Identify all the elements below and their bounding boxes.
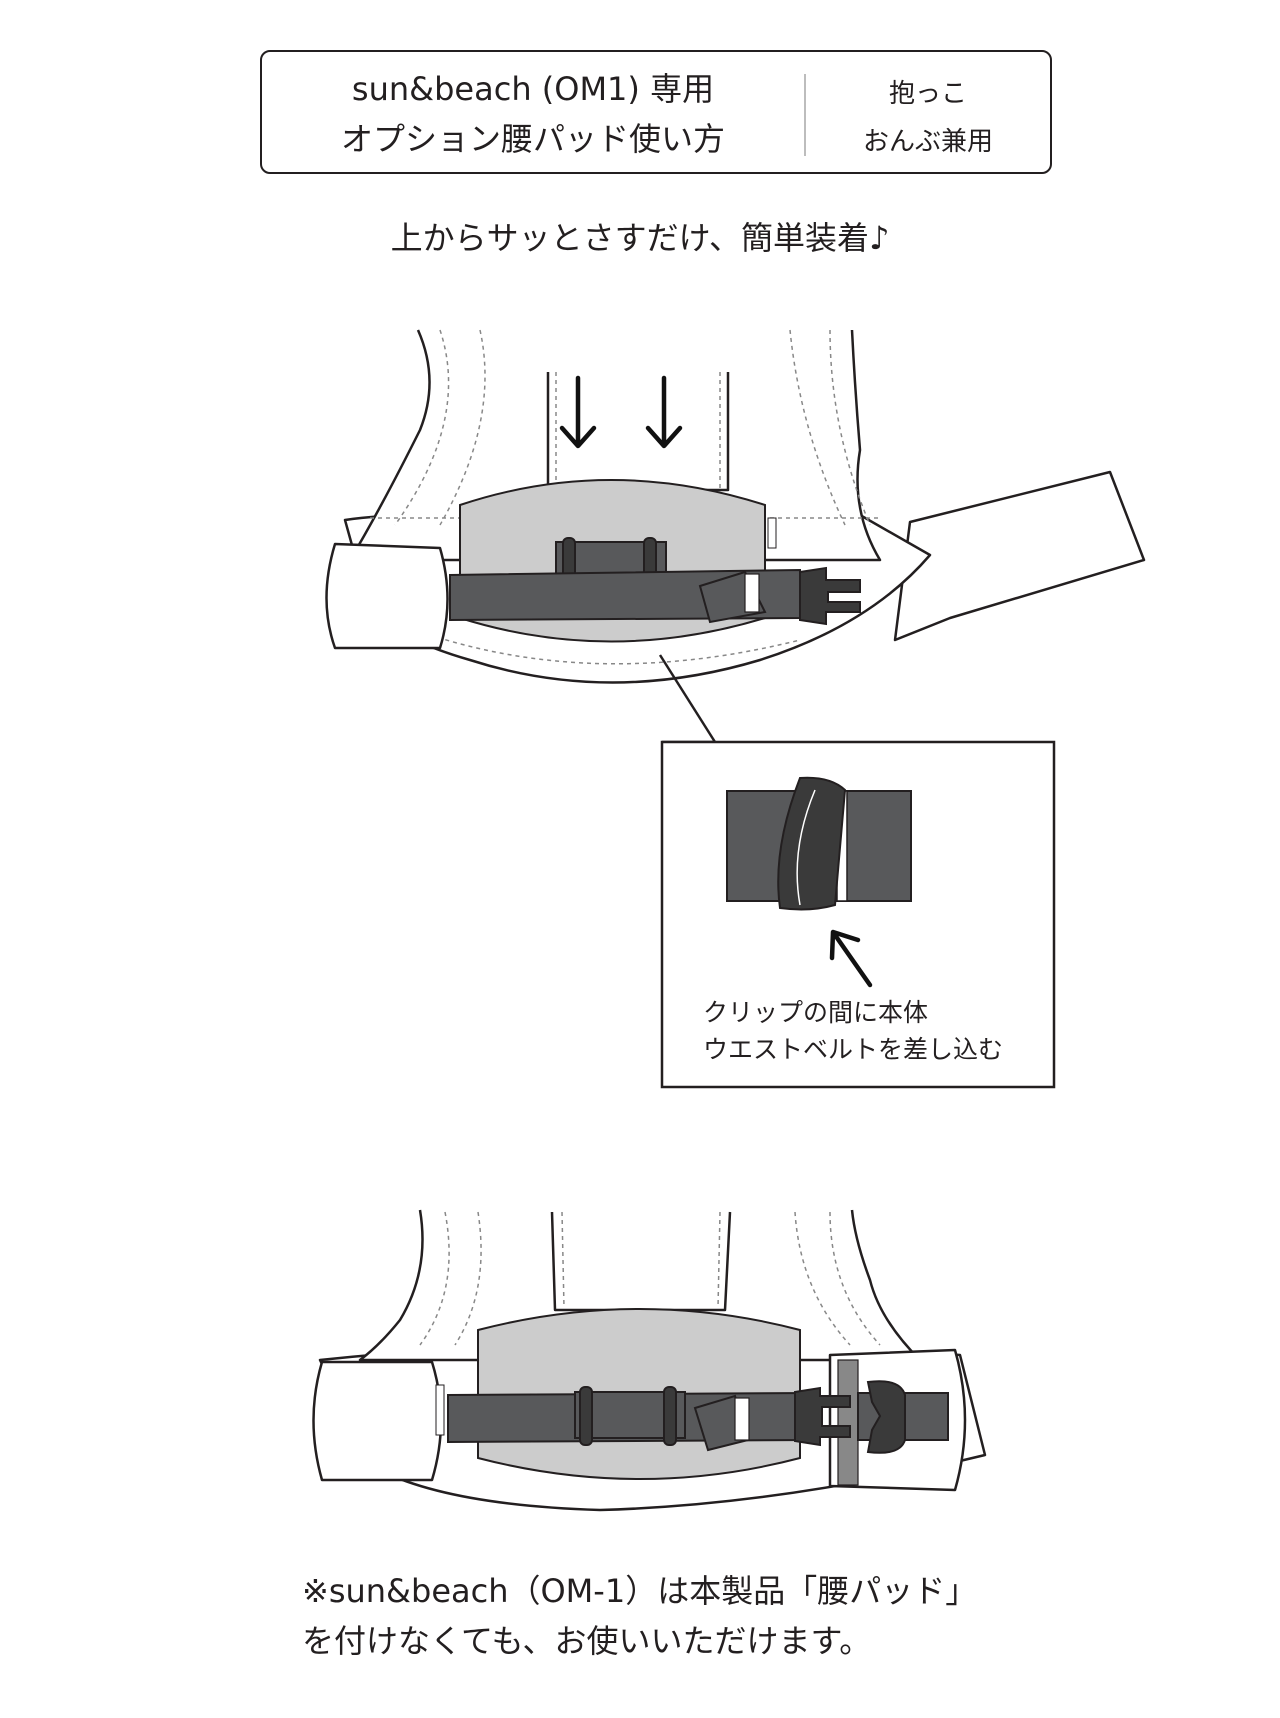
callout-line-1: クリップの間に本体 [703,998,929,1027]
title-line-2: オプション腰パッド使い方 [340,120,725,158]
bottom-buckle-female [866,1380,906,1454]
top-buckle [799,566,861,626]
bottom-center-panel [550,1211,732,1312]
note-line-1: ※sun&beach（OM-1）は本製品「腰パッド」 [302,1572,978,1610]
top-right-belt-extension [893,470,1146,642]
top-right-strap-stitch [789,329,846,526]
bottom-hip-tag [435,1384,445,1436]
bottom-left-strap-stitch [419,1211,450,1346]
top-pad-label-tag [767,517,777,549]
bottom-center-stitch-left [561,1211,565,1309]
top-right-strap-stitch-2 [829,329,871,526]
title-divider [804,74,806,156]
title-box: sun&beach (OM1) 専用 オプション腰パッド使い方 抱っこ おんぶ兼… [260,50,1052,174]
note: ※sun&beach（OM-1）は本製品「腰パッド」 を付けなくても、お使いいた… [302,1566,1202,1666]
up-arrow-icon [829,929,873,988]
title-main: sun&beach (OM1) 専用 オプション腰パッド使い方 [262,64,804,164]
bottom-left-hip-block [312,1360,443,1482]
bottom-right-strap-stitch-2 [829,1211,881,1346]
bottom-right-strap-stitch [794,1211,851,1346]
top-tab-label [744,573,760,613]
title-side: 抱っこ おんぶ兼用 [806,70,1050,166]
top-left-strap-stitch [394,329,450,526]
bottom-buckle-male [794,1386,851,1447]
detail-loop-highlight [796,789,816,906]
top-center-panel [546,372,730,492]
bottom-right-gray-strip [837,1359,859,1486]
note-line-2: を付けなくても、お使いいただけます。 [302,1622,872,1660]
bottom-clip-loop-left [579,1386,593,1446]
subtitle: 上からサッとさすだけ、簡単装着♪ [390,219,890,257]
title-line-1: sun&beach (OM1) 専用 [351,70,715,108]
top-left-hip-block [325,542,449,650]
down-arrow-right-icon [645,375,683,449]
callout-detail-illustration [726,776,912,988]
top-carrier-illustration [325,329,1146,684]
bottom-clip-loop-right [663,1386,677,1446]
callout-pointer-line [658,654,717,743]
callout-line-2: ウエストベルトを差し込む [703,1035,1004,1064]
side-line-2: おんぶ兼用 [862,127,993,157]
detail-clip-loop [777,776,847,911]
top-waist-stitch [429,634,801,665]
callout-text: クリップの間に本体 ウエストベルトを差し込む [703,994,1043,1068]
bottom-carrier-illustration [312,1209,987,1512]
bottom-left-strap-stitch-2 [454,1211,482,1346]
side-line-1: 抱っこ [888,79,967,109]
bottom-tab-label [734,1397,750,1441]
bottom-center-stitch-right [717,1211,721,1309]
down-arrow-left-icon [559,375,597,449]
